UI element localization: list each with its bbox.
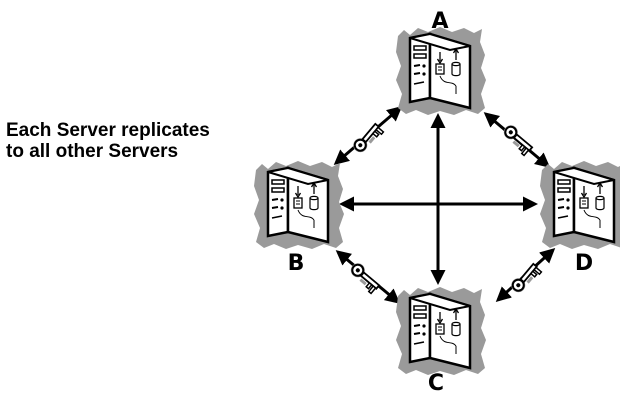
server-tower-icon [394, 25, 488, 117]
server-label-b: B [288, 251, 305, 276]
server-tower-icon [252, 159, 346, 251]
server-node-d: D [538, 159, 620, 276]
server-node-a: A [394, 9, 488, 117]
diagram-caption: Each Server replicates to all other Serv… [6, 120, 210, 162]
server-tower-icon [394, 285, 488, 377]
key-icon [507, 259, 544, 298]
server-node-c: C [394, 285, 488, 395]
server-label-a: A [431, 9, 448, 34]
caption-line-1: Each Server replicates [6, 120, 210, 141]
key-icon [498, 121, 537, 158]
server-tower-icon [538, 159, 620, 251]
key-icon [349, 119, 386, 158]
server-node-b: B [252, 159, 346, 276]
server-label-d: D [575, 251, 593, 276]
server-label-c: C [428, 371, 444, 395]
caption-line-2: to all other Servers [6, 141, 179, 162]
